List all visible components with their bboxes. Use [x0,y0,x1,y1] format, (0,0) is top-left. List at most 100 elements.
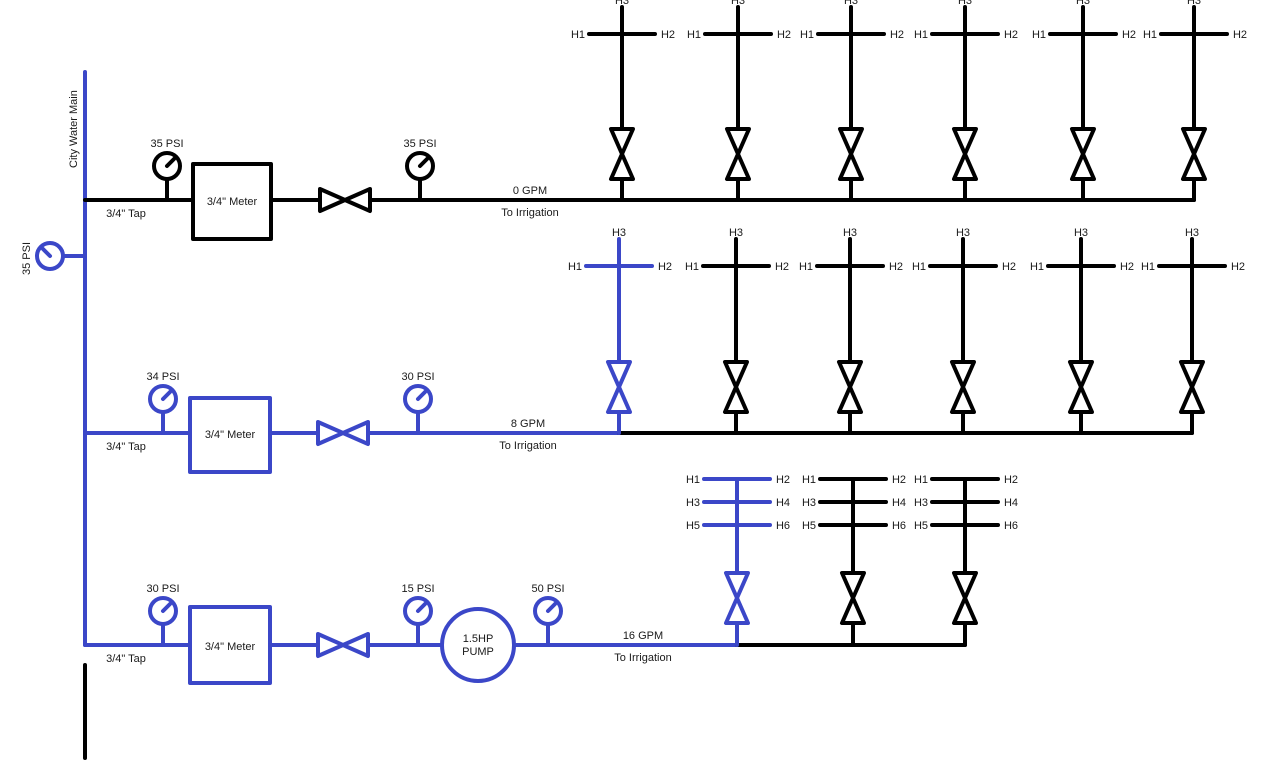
meter-label: 3/4" Meter [205,429,256,441]
pressure-gauge-outlet: 15 PSI [401,583,435,647]
gauge-needle [161,602,172,613]
city-water-main-label: City Water Main [68,90,80,168]
pump-label-hp: 1.5HP [463,633,494,645]
sprinkler-head-label: H1 [686,474,700,486]
sprinkler-head-label: H3 [843,227,857,239]
sprinkler-head-label: H2 [661,29,675,41]
main-gauge-label: 35 PSI [21,242,33,275]
sprinkler-head-label: H5 [802,520,816,532]
sprinkler-head-label: H1 [800,29,814,41]
sprinkler-head-label: H3 [729,227,743,239]
pressure-gauge-pump-outlet: 50 PSI [531,583,565,647]
sprinkler-head-label: H1 [571,29,585,41]
sprinkler-head-label: H1 [914,29,928,41]
gauge-label: 15 PSI [401,583,434,595]
gauge-needle [418,157,429,168]
sprinkler-head-label: H1 [1032,29,1046,41]
meter-label: 3/4" Meter [207,196,258,208]
gauge-needle [41,247,52,258]
sprinkler-head-label: H4 [892,497,906,509]
zone-valve-icon [838,127,864,181]
water-meter [188,396,272,474]
zone-valve-icon [1181,127,1207,181]
sprinkler-head-label: H3 [1074,227,1088,239]
destination-label: To Irrigation [614,652,671,664]
sprinkler-head-label: H5 [914,520,928,532]
sprinkler-head-label: H2 [1002,261,1016,273]
gauge-label: 50 PSI [531,583,564,595]
gauge-needle [416,602,427,613]
sprinkler-head-label: H5 [686,520,700,532]
tap-label: 3/4" Tap [106,441,146,453]
zone-valve-icon [725,127,751,181]
sprinkler-head-label: H2 [890,29,904,41]
sprinkler-head-label: H1 [802,474,816,486]
pump-label-type: PUMP [462,646,494,658]
sprinkler-head-label: H1 [685,261,699,273]
gauge-needle [416,390,427,401]
zone-valve-icon [609,127,635,181]
sprinkler-head-label: H1 [1030,261,1044,273]
sprinkler-head-label: H3 [1185,227,1199,239]
zone-valve-icon [724,571,750,625]
sprinkler-head-label: H6 [892,520,906,532]
sprinkler-head-label: H2 [1004,474,1018,486]
zone-valve-icon [952,127,978,181]
sprinkler-head-label: H2 [777,29,791,41]
gauge-label: 30 PSI [401,371,434,383]
sprinkler-head-label: H1 [1141,261,1155,273]
gauge-label: 34 PSI [146,371,179,383]
sprinkler-head-label: H2 [1120,261,1134,273]
sprinkler-head-label: H6 [776,520,790,532]
sprinkler-head-label: H3 [612,227,626,239]
irrigation-zone: H1 H2 H3 [1030,227,1134,435]
sprinkler-head-label: H3 [686,497,700,509]
zone-valve-icon [1068,360,1094,414]
sprinkler-head-label: H6 [1004,520,1018,532]
pressure-gauge-outlet: 30 PSI [401,371,435,435]
flow-rate-label: 16 GPM [623,630,663,642]
sprinkler-head-label: H2 [776,474,790,486]
sprinkler-head-label: H1 [912,261,926,273]
zone-valve-icon [723,360,749,414]
sprinkler-head-label: H2 [1233,29,1247,41]
meter-label: 3/4" Meter [205,641,256,653]
sprinkler-head-label: H3 [1076,0,1090,7]
irrigation-zone: H1 H2 H3 [912,227,1016,435]
tap-label: 3/4" Tap [106,653,146,665]
main-pressure-gauge: 35 PSI [21,241,87,275]
zone-valve-icon [837,360,863,414]
zone-valve-icon [952,571,978,625]
pressure-gauge-inlet: 35 PSI [150,138,184,202]
gauge-label: 35 PSI [403,138,436,150]
sprinkler-head-label: H4 [776,497,790,509]
sprinkler-head-label: H1 [914,474,928,486]
water-meter [188,605,272,685]
sprinkler-head-label: H3 [956,227,970,239]
zone-valve-icon [840,571,866,625]
gauge-needle [165,157,176,168]
flow-rate-label: 8 GPM [511,418,545,430]
gauge-needle [161,390,172,401]
sprinkler-head-label: H3 [914,497,928,509]
zone-valve-icon [1179,360,1205,414]
pump-icon [440,607,516,683]
sprinkler-head-label: H3 [1187,0,1201,7]
